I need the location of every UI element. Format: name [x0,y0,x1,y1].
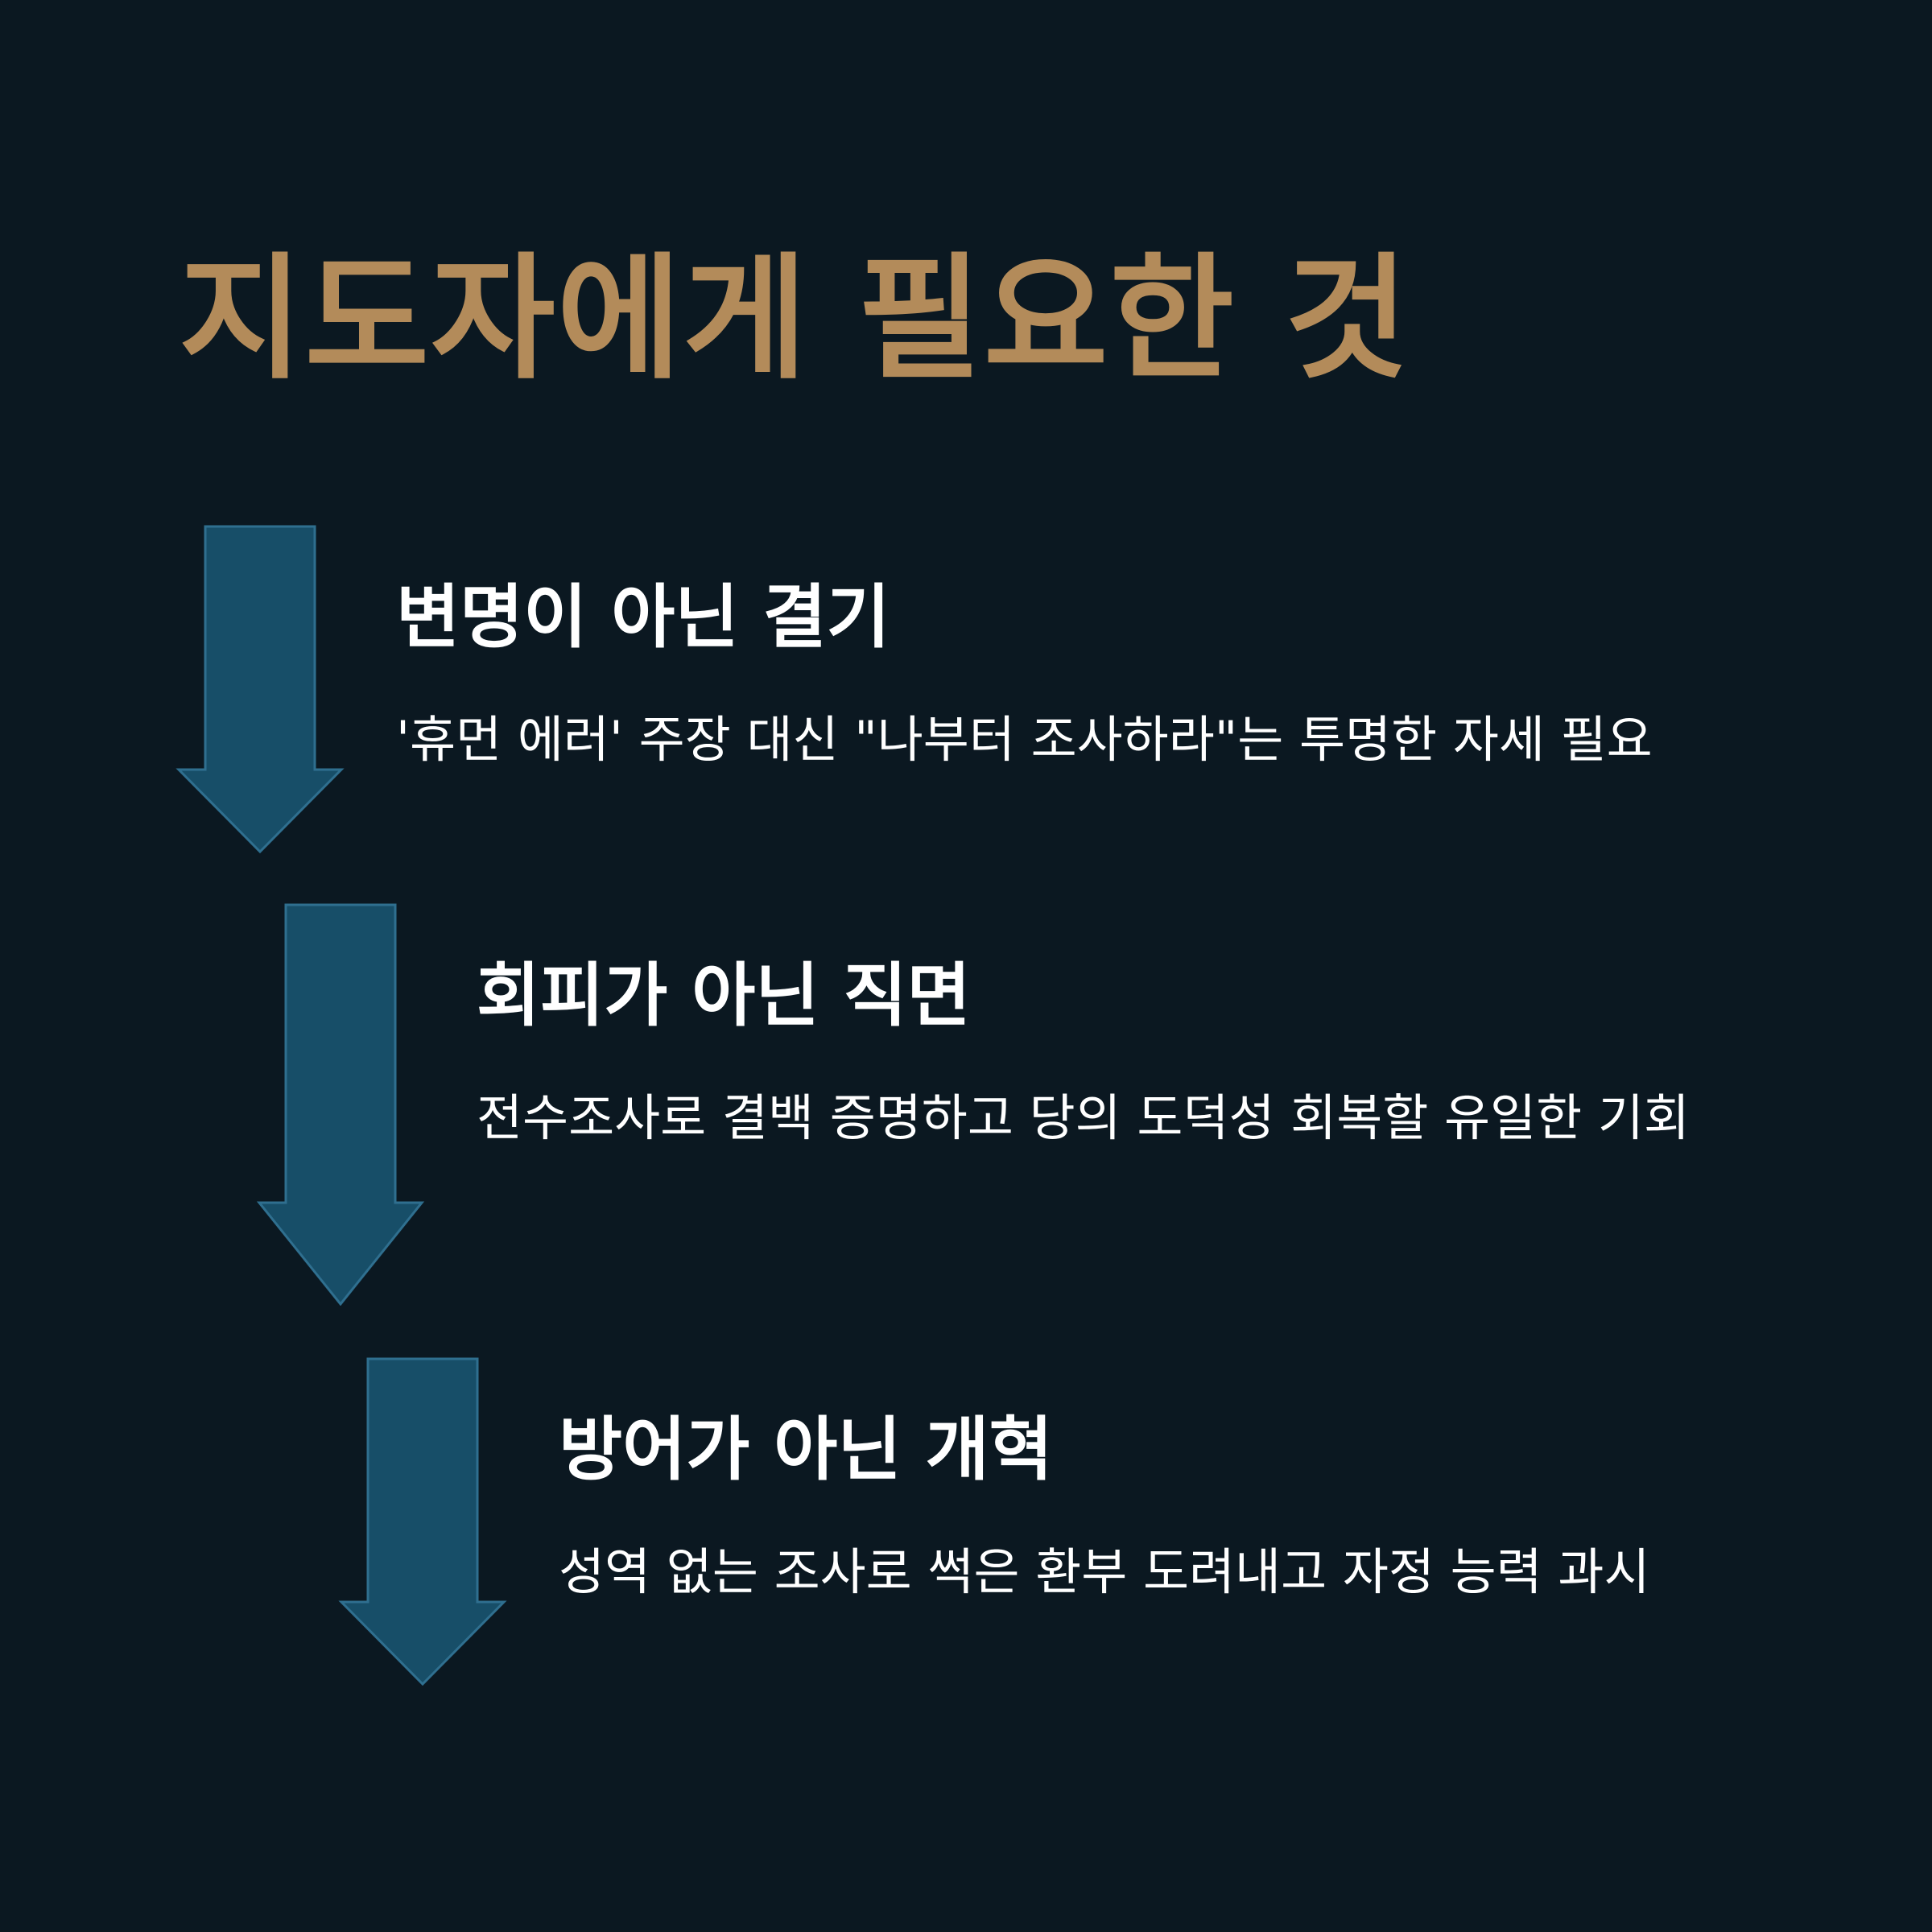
step-2-description: 전수조사로 결백 증명하고 당의 도덕성 회복할 유일한 기회 [477,1088,1690,1147]
step-1-arrow-icon [175,525,345,853]
step-3-description: 성역 없는 조사로 썩은 환부 도려내고 자정 능력 과시 [559,1542,1650,1601]
step-1-description: '휴먼 에러' 주장 대신 "나부터 조사하라"는 투명한 자세 필요 [396,710,1653,769]
page-title: 지도자에게 필요한 것 [179,240,1411,398]
step-3-arrow-icon [338,1357,507,1686]
step-2-heading: 회피가 아닌 직면 [477,956,971,1036]
step-2-arrow-icon [256,903,425,1306]
step-1-heading: 변명이 아닌 결기 [396,577,890,658]
step-3-heading: 방어가 아닌 개혁 [559,1410,1053,1490]
